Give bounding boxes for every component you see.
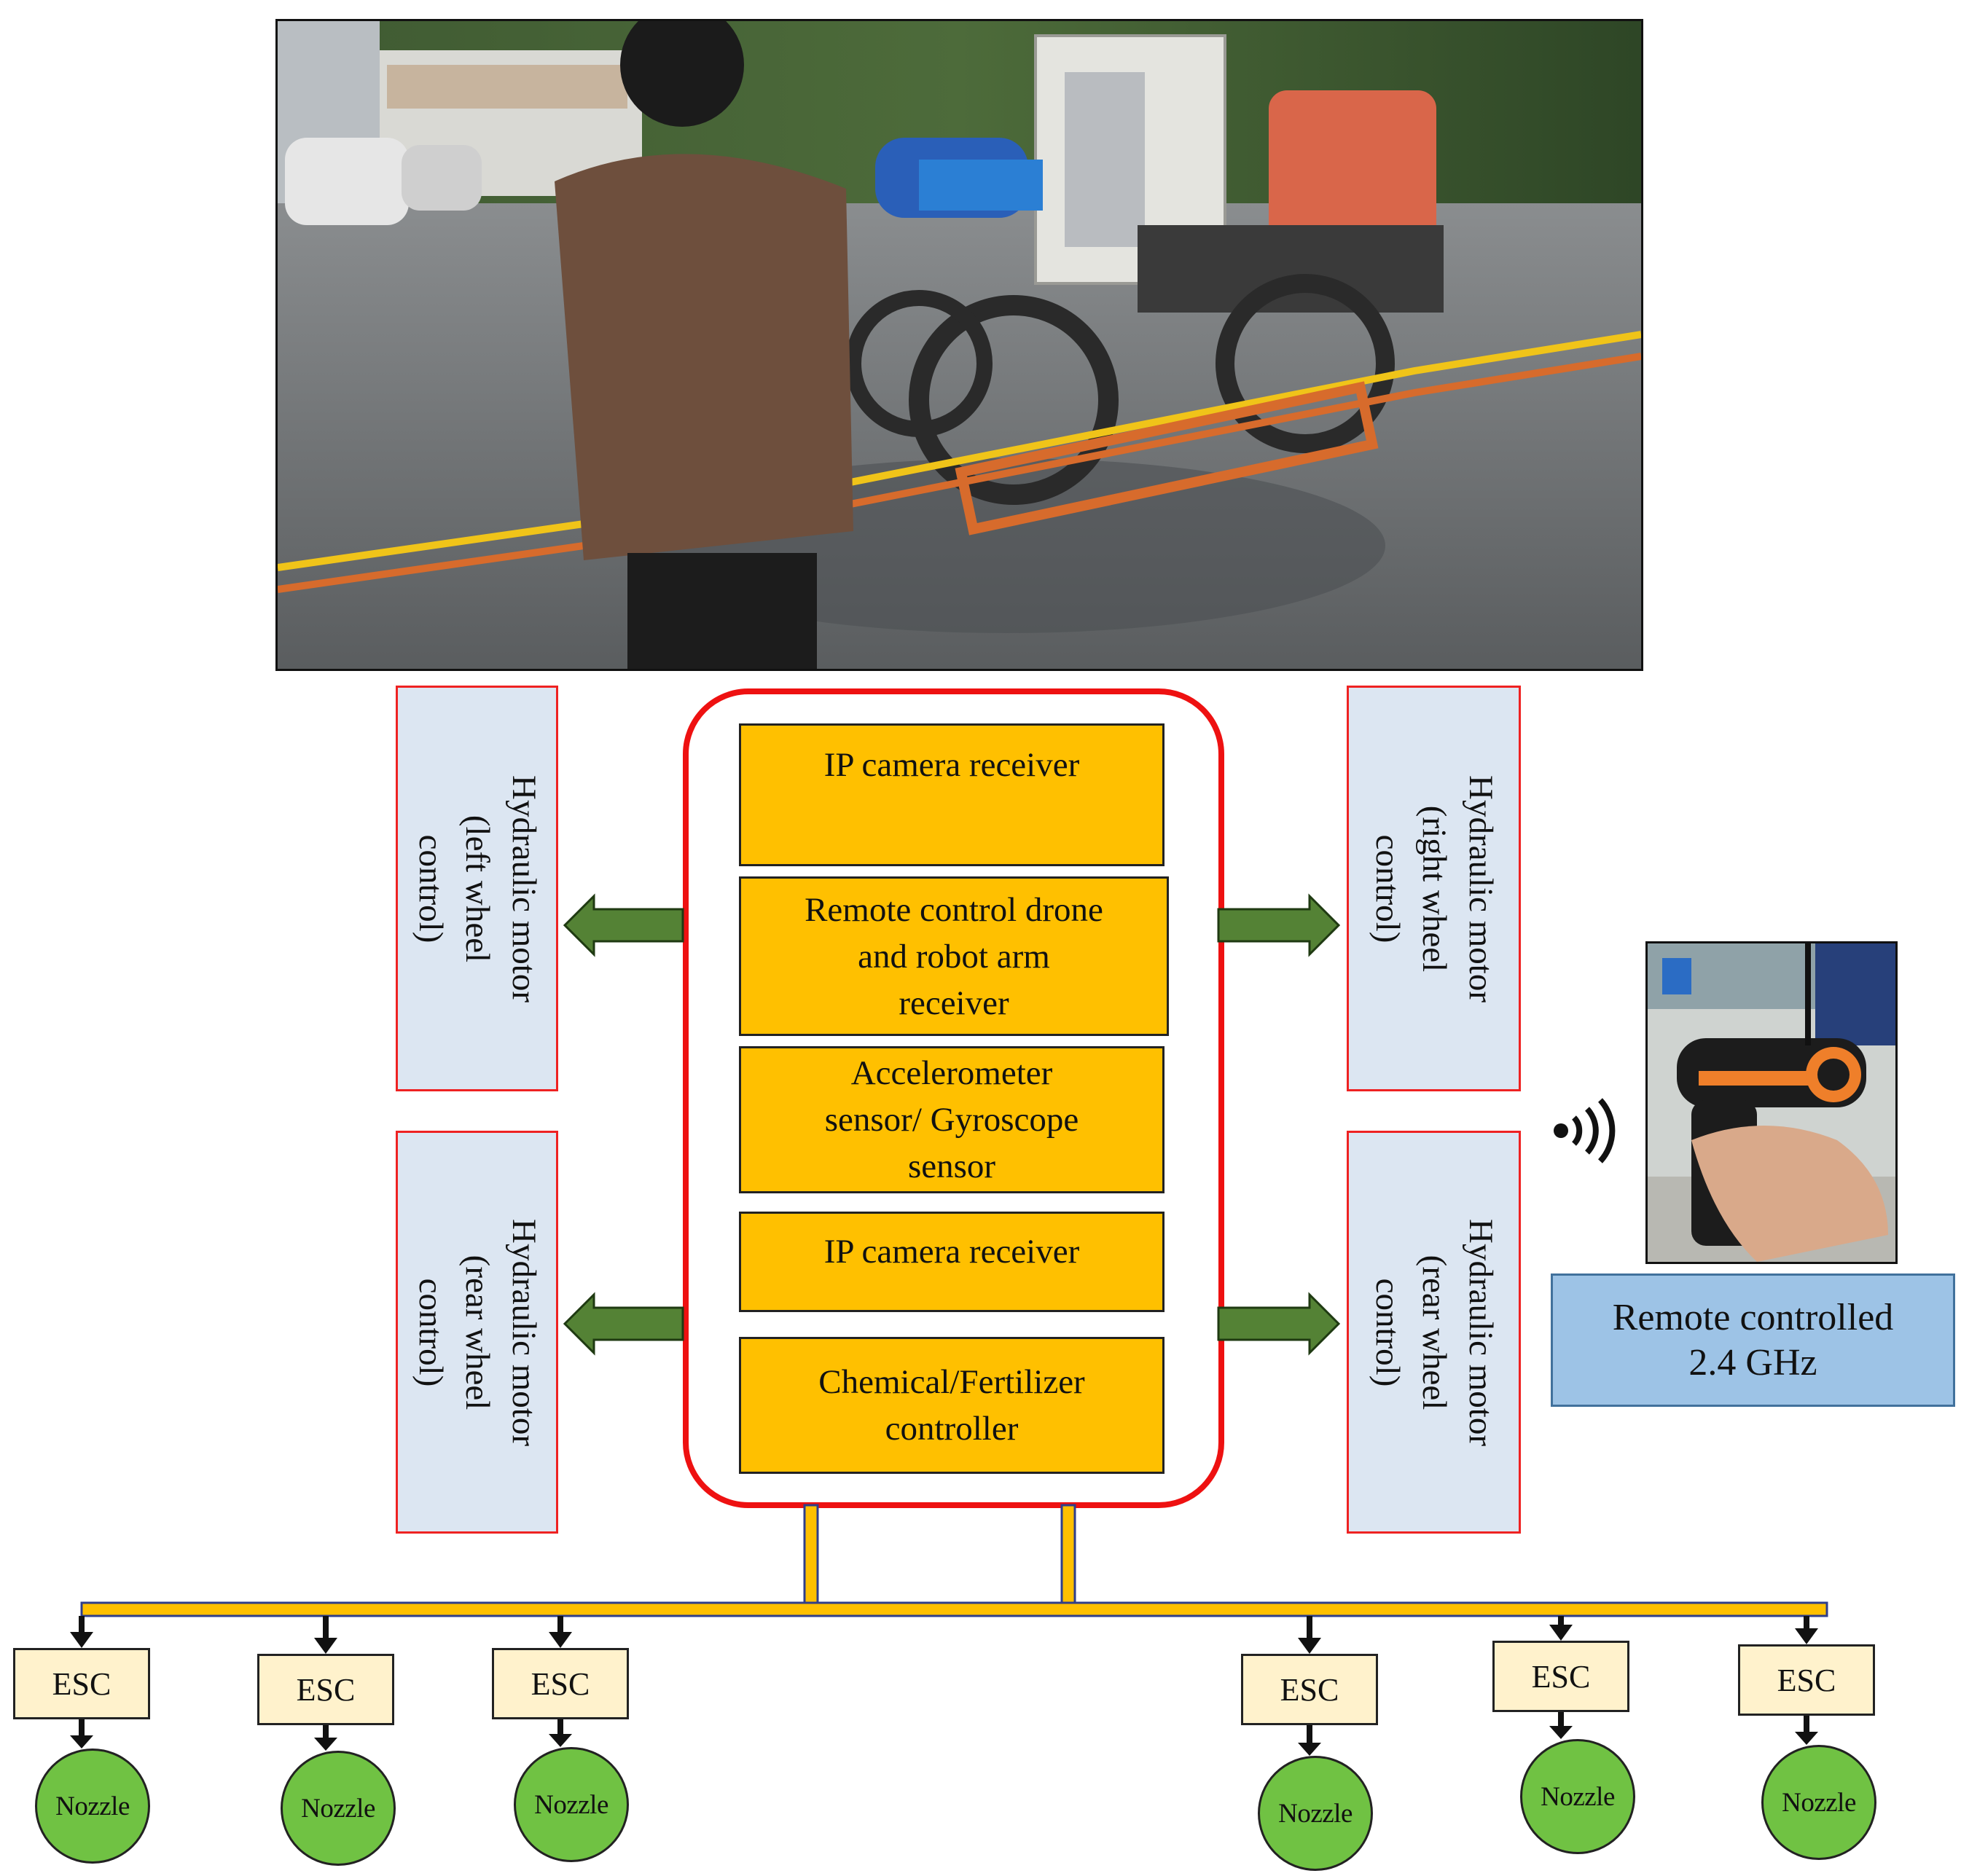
chemical-fertilizer-controller-module: Chemical/Fertilizer controller	[739, 1337, 1165, 1474]
bus-to-esc-arrow	[70, 1616, 93, 1648]
remote-control-receiver-module: Remote control drone and robot arm recei…	[739, 876, 1169, 1036]
bus-feeder-right	[1060, 1504, 1076, 1609]
esc-box: ESC	[1738, 1644, 1875, 1716]
esc-box: ESC	[1492, 1641, 1629, 1712]
esc-to-nozzle-arrow	[549, 1719, 572, 1747]
bus-to-esc-arrow	[549, 1616, 572, 1648]
nozzle-circle: Nozzle	[1761, 1745, 1876, 1860]
hydraulic-motor-left-front: Hydraulic motor (left wheel control)	[396, 686, 558, 1091]
esc-box: ESC	[13, 1648, 150, 1719]
arrow-to-right-rear-motor	[1217, 1292, 1341, 1356]
bus-feeder-left	[803, 1504, 819, 1609]
esc-to-nozzle-arrow	[314, 1725, 337, 1751]
remote-controlled-label: Remote controlled 2.4 GHz	[1551, 1273, 1955, 1407]
esc-to-nozzle-arrow	[1549, 1712, 1573, 1739]
esc-box: ESC	[1241, 1654, 1378, 1725]
nozzle-circle: Nozzle	[514, 1747, 629, 1862]
nozzle-circle: Nozzle	[281, 1751, 396, 1866]
central-controller: IP camera receiver Remote control drone …	[683, 688, 1224, 1508]
ip-camera-receiver-module: IP camera receiver	[739, 723, 1165, 866]
bus-to-esc-arrow	[1298, 1616, 1321, 1654]
remote-controller-photo	[1645, 941, 1898, 1264]
bus-to-esc-arrow	[1549, 1616, 1573, 1641]
arrow-to-right-front-motor	[1217, 893, 1341, 957]
esc-to-nozzle-arrow	[70, 1719, 93, 1749]
nozzle-circle: Nozzle	[35, 1749, 150, 1864]
bus-to-esc-arrow	[314, 1616, 337, 1654]
hydraulic-motor-right-front: Hydraulic motor (right wheel control)	[1347, 686, 1521, 1091]
bus-to-esc-arrow	[1795, 1616, 1818, 1644]
esc-box: ESC	[257, 1654, 394, 1725]
hydraulic-motor-right-rear: Hydraulic motor (rear wheel control)	[1347, 1131, 1521, 1534]
ip-camera-receiver-module-2: IP camera receiver	[739, 1212, 1165, 1312]
robot-photo	[275, 19, 1643, 671]
bus-arrows	[70, 1616, 1818, 1756]
arrow-to-left-front-motor	[563, 893, 684, 957]
arrow-to-left-rear-motor	[563, 1292, 684, 1356]
hydraulic-motor-left-rear: Hydraulic motor (rear wheel control)	[396, 1131, 558, 1534]
esc-to-nozzle-arrow	[1298, 1725, 1321, 1756]
distribution-bus	[80, 1601, 1828, 1617]
esc-box: ESC	[492, 1648, 629, 1719]
nozzle-circle: Nozzle	[1258, 1756, 1373, 1871]
accelerometer-gyroscope-module: Accelerometer sensor/ Gyroscope sensor	[739, 1046, 1165, 1193]
nozzle-circle: Nozzle	[1520, 1739, 1635, 1854]
wireless-signal-icon	[1554, 1098, 1616, 1163]
esc-to-nozzle-arrow	[1795, 1716, 1818, 1745]
